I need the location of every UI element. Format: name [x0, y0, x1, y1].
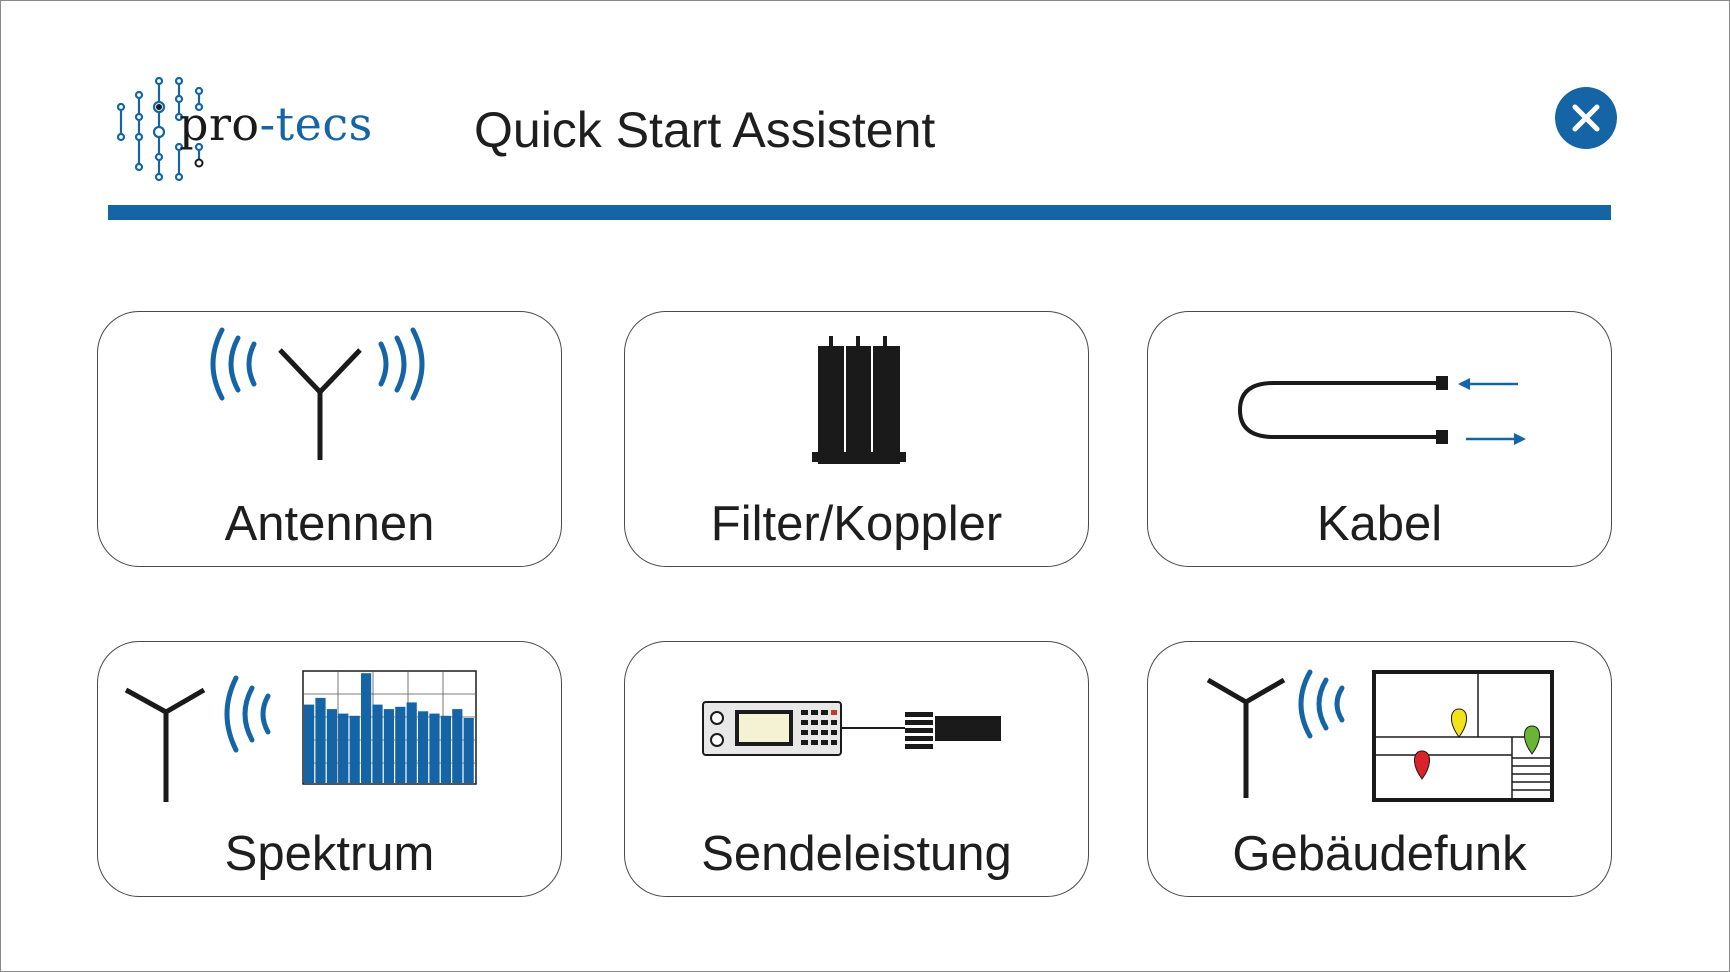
tile-label: Spektrum: [224, 827, 435, 881]
tile-label: Sendeleistung: [701, 827, 1012, 881]
logo-text-tecs: -tecs: [259, 97, 373, 151]
tile-filter-koppler[interactable]: Filter/Koppler: [624, 311, 1089, 567]
tile-label: Antennen: [224, 497, 435, 551]
close-icon: [1572, 104, 1600, 132]
spectrum-bar: [383, 709, 394, 783]
spectrum-bar: [361, 673, 372, 783]
spectrum-bar: [326, 709, 337, 783]
close-button[interactable]: [1555, 87, 1617, 149]
spectrum-bar: [395, 706, 406, 783]
spectrum-icon: [124, 670, 477, 802]
spectrum-bar: [315, 697, 326, 783]
spectrum-bar: [463, 718, 474, 783]
cable-icon: [1237, 376, 1526, 445]
spectrum-bar: [452, 709, 463, 783]
antenna-icon: [210, 327, 425, 460]
tile-label: Filter/Koppler: [710, 497, 1003, 551]
tile-label: Kabel: [1316, 497, 1443, 551]
map-marker-red: [1414, 750, 1430, 780]
spectrum-bar: [304, 704, 315, 783]
logo-text-pro: pro: [179, 97, 260, 151]
power-meter-icon: [702, 701, 1001, 756]
tile-sendeleistung[interactable]: Sendeleistung: [624, 641, 1089, 897]
spectrum-bar: [338, 713, 349, 783]
pro-tecs-logo: [117, 77, 204, 182]
building-radio-icon: [1206, 669, 1554, 802]
page-title: Quick Start Assistent: [474, 102, 936, 158]
filter-icon: [812, 336, 906, 464]
map-marker-yellow: [1451, 708, 1467, 738]
header-divider: [108, 205, 1611, 220]
tile-gebaeudefunk[interactable]: Gebäudefunk: [1147, 641, 1612, 897]
tile-spektrum[interactable]: Spektrum: [97, 641, 562, 897]
spectrum-bar: [429, 713, 440, 783]
tile-kabel[interactable]: Kabel: [1147, 311, 1612, 567]
spectrum-bar: [440, 715, 451, 783]
spectrum-bar: [349, 715, 360, 783]
map-marker-green: [1524, 725, 1540, 755]
spectrum-bar: [372, 704, 383, 783]
spectrum-bar: [418, 711, 429, 783]
logo-wordmark: pro-tecs: [179, 97, 373, 151]
spectrum-bar: [406, 702, 417, 783]
tile-antennen[interactable]: Antennen: [97, 311, 562, 567]
tile-label: Gebäudefunk: [1232, 827, 1527, 881]
